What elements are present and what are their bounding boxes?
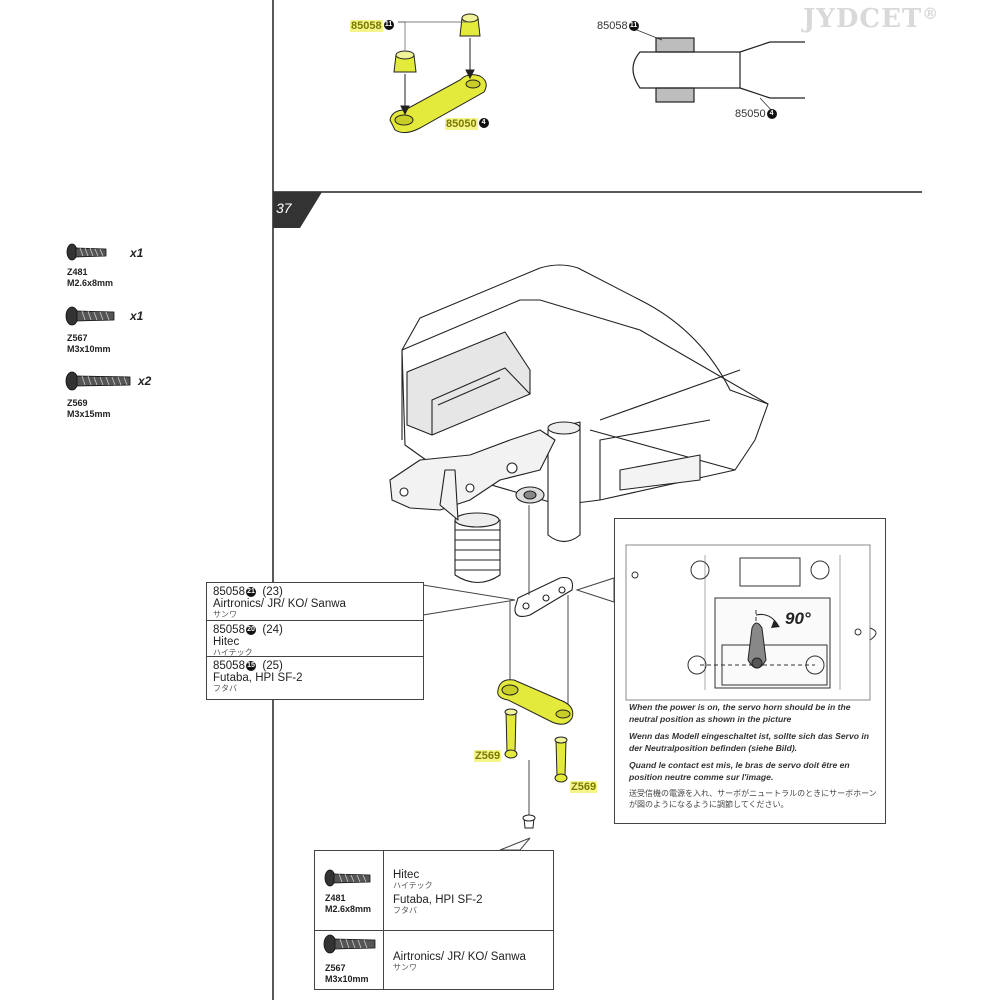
callout-screw-right: Z569 (570, 777, 598, 795)
screw-choice-table: Z481 M2.6x8mm Hitec ハイテック Futaba, HPI SF… (314, 850, 554, 990)
note-german: Wenn das Modell eingeschaltet ist, sollt… (629, 731, 870, 753)
step-number-tab (273, 192, 322, 228)
screw-choice-brands-z567: Airtronics/ JR/ KO/ Sanwa サンワ (393, 951, 526, 972)
screw-label-z481: Z481 M2.6x8mm (67, 267, 113, 289)
screw-icons-list (65, 243, 131, 391)
brand-kana: サンワ (393, 963, 417, 972)
step-number: 37 (276, 200, 292, 216)
top-detail-ball-end-badge: 11 (383, 19, 394, 30)
screw-code: Z569 (67, 398, 88, 408)
screw-qty-z481: x1 (130, 246, 144, 260)
horn-option-count: (25) (262, 660, 283, 672)
horn-option-code: 85058 (213, 624, 245, 636)
screw-qty-z567: x1 (130, 309, 144, 323)
neutral-instructions: When the power is on, the servo horn sho… (629, 701, 879, 810)
callout-connectors (422, 577, 615, 851)
horn-option-brands: Hitec (213, 636, 240, 648)
brand-name: Hitec (393, 869, 420, 881)
horn-option-count: (24) (262, 624, 283, 636)
horn-option-code: 85058 (213, 660, 245, 672)
screw-label-z567: Z567 M3x10mm (67, 333, 111, 355)
screw-size: M2.6x8mm (325, 904, 372, 914)
screw-size: M3x10mm (325, 974, 369, 984)
note-french: Quand le contact est mis, le bras de ser… (629, 760, 850, 782)
section-ball-end-badge: 11 (628, 21, 639, 32)
section-ball-end-code: 85058 (597, 20, 628, 32)
note-english: When the power is on, the servo horn sho… (629, 702, 851, 724)
servo-cover (401, 264, 769, 506)
top-detail-ball-end-code: 85058 (350, 20, 383, 32)
screw-qty-z569: x2 (138, 374, 152, 388)
screw-size: M2.6x8mm (67, 278, 114, 288)
brand-kana: ハイテック (393, 881, 433, 890)
screw-choice-brands-z481: Hitec ハイテック Futaba, HPI SF-2 フタバ (393, 869, 482, 915)
note-japanese: 送受信機の電源を入れ、サーボがニュートラルのときにサーボホーンが図のようになるよ… (629, 789, 877, 809)
brand-name: Airtronics/ JR/ KO/ Sanwa (393, 951, 526, 963)
table-divider-horizontal (315, 930, 553, 931)
callout-screw-left-code: Z569 (474, 750, 502, 762)
steering-bracket (389, 429, 556, 511)
assembly-guide-lines (509, 505, 569, 815)
neutral-position-drawing (625, 544, 877, 701)
horn-option-kana: フタバ (213, 684, 237, 693)
bottom-box-screw-icons (323, 869, 376, 954)
horn-option-code: 85058 (213, 586, 245, 598)
callout-screw-left: Z569 (474, 746, 502, 764)
screw-z569-left (505, 711, 517, 753)
horn-option-kana: ハイテック (213, 648, 253, 657)
screw-label-z569: Z569 M3x15mm (67, 398, 111, 420)
brand-kana: フタバ (393, 906, 417, 915)
page-frame-lines (272, 0, 922, 1000)
screw-code: Z481 (325, 893, 346, 903)
horn-link-detail-top (389, 13, 487, 134)
servo-chassis-drawing (389, 264, 769, 617)
top-detail-horn-link-badge: 4 (478, 117, 489, 128)
neutral-angle-label: 90° (785, 609, 811, 628)
highlighted-parts (497, 679, 574, 829)
horn-option-brands: Futaba, HPI SF-2 (213, 672, 303, 684)
horn-option-badge: 20 (245, 624, 256, 635)
section-horn-link-code: 85050 (735, 108, 766, 120)
callout-screw-right-code: Z569 (570, 781, 598, 793)
watermark-logo: JYDCET® (803, 4, 940, 34)
neutral-position-detail: 90° When the power is on, the servo horn… (614, 518, 886, 824)
horn-option-badge: 15 (245, 660, 256, 671)
top-detail-horn-link-code: 85050 (445, 118, 478, 130)
screw-size: M3x10mm (67, 344, 111, 354)
horn-option-badge: 21 (245, 586, 256, 597)
post (547, 421, 581, 543)
screw-code: Z567 (325, 963, 346, 973)
screw-choice-label-z567: Z567 M3x10mm (325, 963, 369, 985)
screw-size: M3x15mm (67, 409, 111, 419)
brand-name: Futaba, HPI SF-2 (393, 894, 483, 906)
horn-link-top (389, 74, 487, 134)
screw-choice-label-z481: Z481 M2.6x8mm (325, 893, 371, 915)
servo-saver (454, 519, 501, 584)
screw-z569-right (555, 739, 567, 777)
ball-end-section-detail (631, 27, 805, 113)
horn-option-brands: Airtronics/ JR/ KO/ Sanwa (213, 598, 346, 610)
horn-option-count: (23) (262, 586, 283, 598)
table-divider-vertical (383, 851, 384, 989)
horn-option-kana: サンワ (213, 610, 237, 619)
screw-code: Z567 (67, 333, 88, 343)
screw-code: Z481 (67, 267, 88, 277)
section-horn-link-badge: 4 (766, 109, 777, 120)
